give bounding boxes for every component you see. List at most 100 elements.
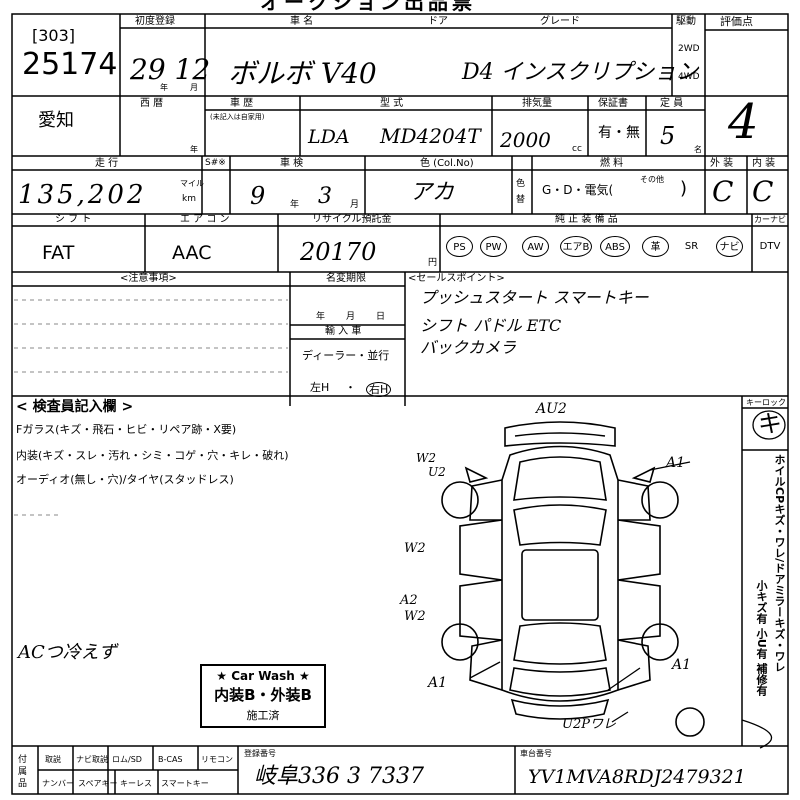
mark-a2: A2 xyxy=(400,593,418,608)
mark-a1-left: A1 xyxy=(428,675,448,691)
sales-point-2: シフト パドル ETC xyxy=(420,316,562,335)
mark-w2-low: W2 xyxy=(404,609,426,624)
model-label: 型 式 xyxy=(380,98,404,109)
region-value: 愛知 xyxy=(38,110,74,131)
mileage-label: 走 行 xyxy=(95,158,119,169)
import-label: 輸 入 車 xyxy=(325,326,362,337)
notes-label: <注意事項> xyxy=(120,273,177,284)
carwash-done: 施工済 xyxy=(246,709,280,722)
name-change-label: 名変期限 xyxy=(326,273,366,284)
mark-u2: U2 xyxy=(428,465,446,479)
fuel-close: ) xyxy=(680,178,688,199)
west-year-label: 西 暦 xyxy=(140,98,164,109)
chassis-label: 車台番号 xyxy=(520,749,552,758)
car-grade: D4 インスクリプション xyxy=(462,60,699,85)
wheel-note-2: 小キズ有 小U有 補修有 xyxy=(755,580,768,696)
acc-manual: 取説 xyxy=(45,755,61,764)
recycle-label: リサイクル預託金 xyxy=(312,214,392,225)
equip-ps: PS xyxy=(446,236,473,257)
carwash-grade: 内装B・外装B xyxy=(214,686,312,704)
s-number-label: S#※ xyxy=(205,158,226,168)
acc-bcas: B-CAS xyxy=(158,755,183,764)
inspection-month: 3 xyxy=(318,184,332,209)
recycle-unit: 円 xyxy=(428,258,438,268)
name-change-month: 月 xyxy=(346,312,356,322)
inspector-line-3: オーディオ(無し・穴)/タイヤ(スタッドレス) xyxy=(16,473,234,486)
car-name-label: 車 名 xyxy=(290,16,314,27)
mark-u2p: U2Pワレ xyxy=(562,717,616,732)
fuel-label: 燃 料 xyxy=(600,158,624,169)
carwash-title: ★ Car Wash ★ xyxy=(216,669,310,683)
handle-right: 右H xyxy=(366,382,392,397)
shift-label: シ フ ト xyxy=(55,214,92,225)
handle-dot: ・ xyxy=(345,381,356,394)
acc-remote: リモコン xyxy=(201,755,233,764)
equip-abs: ABS xyxy=(600,236,630,257)
displacement-label: 排気量 xyxy=(522,98,552,109)
equip-dtv: DTV xyxy=(759,241,781,252)
registration-value: 29 12 xyxy=(130,53,211,86)
inspector-label: < 検査員記入欄 > xyxy=(16,399,134,415)
acc-keyless: キーレス xyxy=(120,779,152,788)
import-dealer: ディーラー・並行 xyxy=(302,349,390,362)
fuel-other-label: その他 xyxy=(640,175,664,184)
equip-pw: PW xyxy=(480,236,507,257)
inspection-label: 車 検 xyxy=(280,158,304,169)
acc-number: ナンバー xyxy=(42,779,74,788)
interior-value: C xyxy=(752,175,774,208)
carwash-box: ★ Car Wash ★ 内装B・外装B 施工済 xyxy=(200,664,326,728)
mark-w2-mid: W2 xyxy=(404,541,426,556)
handle-left: 左H xyxy=(310,381,330,394)
west-year-unit: 年 xyxy=(190,145,198,154)
shift-value: FAT xyxy=(42,242,75,264)
inspector-line-1: Fガラス(キズ・飛石・ヒビ・リペア跡・X要) xyxy=(16,423,237,436)
equipment-label: 純 正 装 備 品 xyxy=(555,214,618,225)
sales-point-3: バックカメラ xyxy=(420,338,517,357)
drive-label: 駆動 xyxy=(676,16,696,27)
name-change-year: 年 xyxy=(316,312,326,322)
registration-year-unit: 年 xyxy=(160,83,168,92)
registration-label: 初度登録 xyxy=(135,16,175,27)
inspection-year-unit: 年 xyxy=(290,200,300,210)
mileage-unit-mile: マイル xyxy=(180,179,204,188)
mark-a1-rear: A1 xyxy=(672,657,692,673)
keylock-label: キーロック xyxy=(746,398,786,407)
inspector-line-2: 内装(キズ・スレ・汚れ・シミ・コゲ・穴・キレ・破れ) xyxy=(16,449,289,462)
exterior-value: C xyxy=(712,175,734,208)
car-name: ボルボ V40 xyxy=(228,57,377,90)
warranty-label: 保証書 xyxy=(598,98,628,109)
acc-smart-key: スマートキー xyxy=(161,779,209,788)
sales-points-label: <セールスポイント> xyxy=(408,273,505,284)
equip-sr: SR xyxy=(684,241,699,252)
plate-value: 岐阜336 3 7337 xyxy=(254,764,424,789)
equip-airbag: エアB xyxy=(560,236,592,257)
capacity-unit: 名 xyxy=(694,145,702,154)
model-code: MD4204T xyxy=(380,124,481,148)
history-sub: (未記入は自家用) xyxy=(210,113,265,121)
sales-point-1: プッシュスタート スマートキー xyxy=(420,288,649,307)
warranty-value: 有・無 xyxy=(598,125,640,141)
carnavi-label: カーナビ xyxy=(754,215,786,224)
equip-aw: AW xyxy=(522,236,549,257)
inspector-handwritten: ACつ冷えず xyxy=(18,642,117,663)
name-change-day: 日 xyxy=(376,312,386,322)
inspection-year: 9 xyxy=(250,182,266,210)
drive-2wd: 2WD xyxy=(678,44,700,54)
equip-navi: ナビ xyxy=(716,236,743,257)
door-label: ドア xyxy=(428,16,448,27)
lot-number: 25174 xyxy=(22,47,118,82)
color-change-label: 色替 xyxy=(516,179,526,205)
car-diagram xyxy=(441,421,705,737)
capacity-label: 定 員 xyxy=(660,98,684,109)
displacement-value: 2000 xyxy=(500,128,551,152)
mileage-value: 135,202 xyxy=(18,180,147,210)
exterior-label: 外 装 xyxy=(710,158,734,169)
mark-a1-right: A1 xyxy=(666,455,686,471)
chassis-value: YV1MVA8RDJ2479321 xyxy=(528,766,746,788)
interior-label: 内 装 xyxy=(752,158,776,169)
plate-label: 登録番号 xyxy=(244,749,276,758)
displacement-unit: cc xyxy=(572,144,582,154)
acc-rom-sd: ロム/SD xyxy=(112,755,142,764)
form-title: オークション出品票 xyxy=(260,0,476,14)
